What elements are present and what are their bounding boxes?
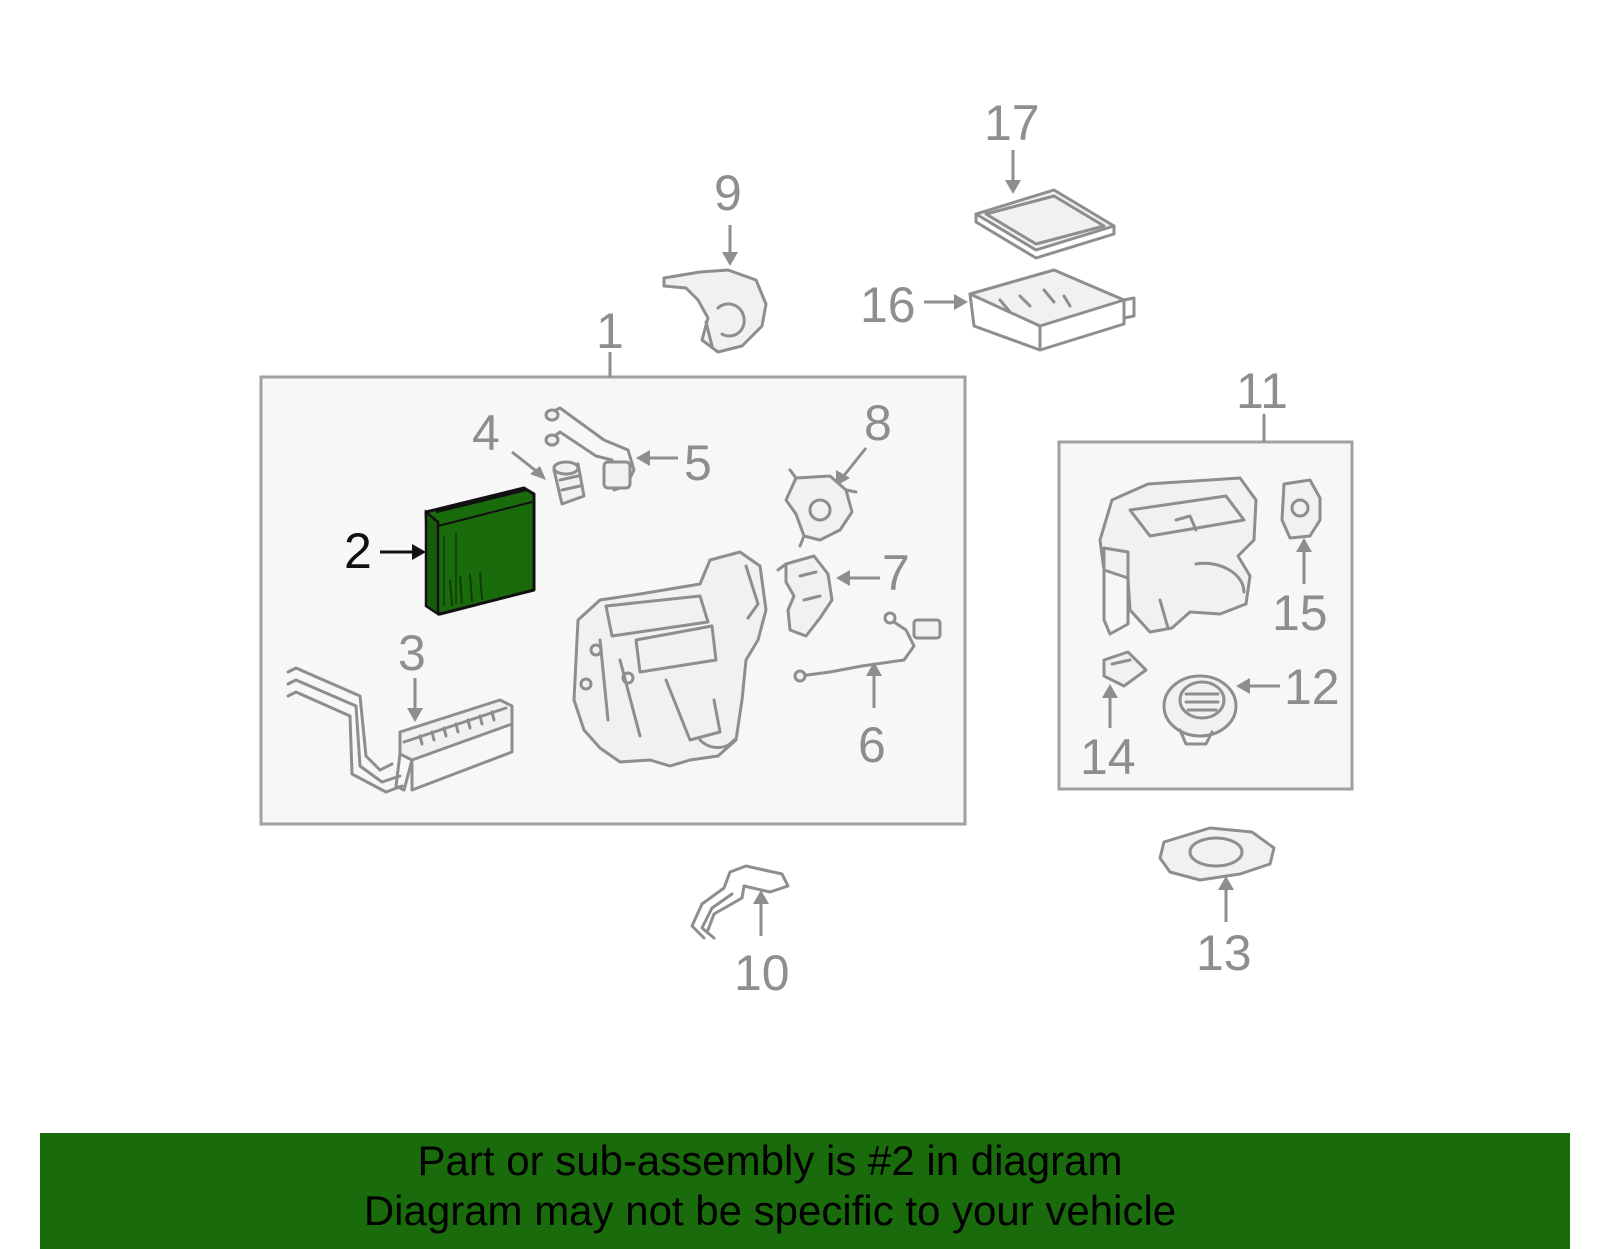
part-4-valve — [552, 460, 586, 506]
callout-8: 8 — [864, 395, 892, 451]
leader-15 — [1296, 538, 1312, 584]
part-11-blower-housing — [1098, 476, 1258, 636]
callout-11: 11 — [1236, 363, 1288, 419]
callout-10: 10 — [734, 945, 790, 1001]
leader-6 — [866, 662, 882, 708]
part-14-resistor — [1102, 650, 1148, 688]
part-7-servo — [776, 554, 834, 638]
callout-15: 15 — [1272, 585, 1328, 641]
leader-5 — [636, 450, 678, 466]
part-17-filter — [974, 188, 1116, 260]
part-10-hose — [690, 864, 790, 940]
callout-3: 3 — [398, 625, 426, 681]
leader-7 — [836, 570, 880, 586]
callout-1: 1 — [596, 303, 624, 359]
callout-7: 7 — [882, 545, 910, 601]
callout-17: 17 — [984, 95, 1040, 151]
leader-4 — [511, 450, 546, 480]
banner-line-1: Part or sub-assembly is #2 in diagram — [417, 1137, 1123, 1184]
leader-14 — [1102, 684, 1118, 728]
leader-12 — [1236, 678, 1280, 694]
callout-9: 9 — [714, 165, 742, 221]
part-12-blower-motor — [1162, 674, 1238, 746]
callout-4: 4 — [472, 405, 500, 461]
part-1-housing — [572, 550, 768, 768]
part-2-evaporator — [424, 486, 536, 617]
leader-17 — [1005, 150, 1021, 194]
part-9-duct — [662, 268, 768, 354]
part-8-actuator — [784, 468, 858, 548]
leader-16 — [924, 294, 968, 310]
banner-line-2: Diagram may not be specific to your vehi… — [363, 1187, 1177, 1234]
callout-6: 6 — [858, 717, 886, 773]
part-15-actuator — [1280, 478, 1322, 540]
leader-10 — [753, 890, 769, 936]
leader-3 — [407, 678, 423, 722]
leader-8 — [836, 447, 868, 486]
leader-2 — [380, 544, 426, 560]
part-13-case — [1158, 826, 1276, 882]
part-16-case — [968, 268, 1136, 352]
callout-13: 13 — [1196, 925, 1252, 981]
part-6-sensor — [793, 611, 942, 683]
part-3-heater-core — [286, 666, 514, 794]
callout-14: 14 — [1080, 729, 1136, 785]
callout-2: 2 — [344, 523, 372, 579]
callout-5: 5 — [684, 435, 712, 491]
part-5-pipes — [544, 406, 636, 492]
leader-13 — [1218, 876, 1234, 922]
callout-12: 12 — [1284, 659, 1340, 715]
leader-9 — [722, 225, 738, 266]
info-banner: Part or sub-assembly is #2 in diagram Di… — [40, 1133, 1570, 1249]
callout-16: 16 — [860, 277, 916, 333]
